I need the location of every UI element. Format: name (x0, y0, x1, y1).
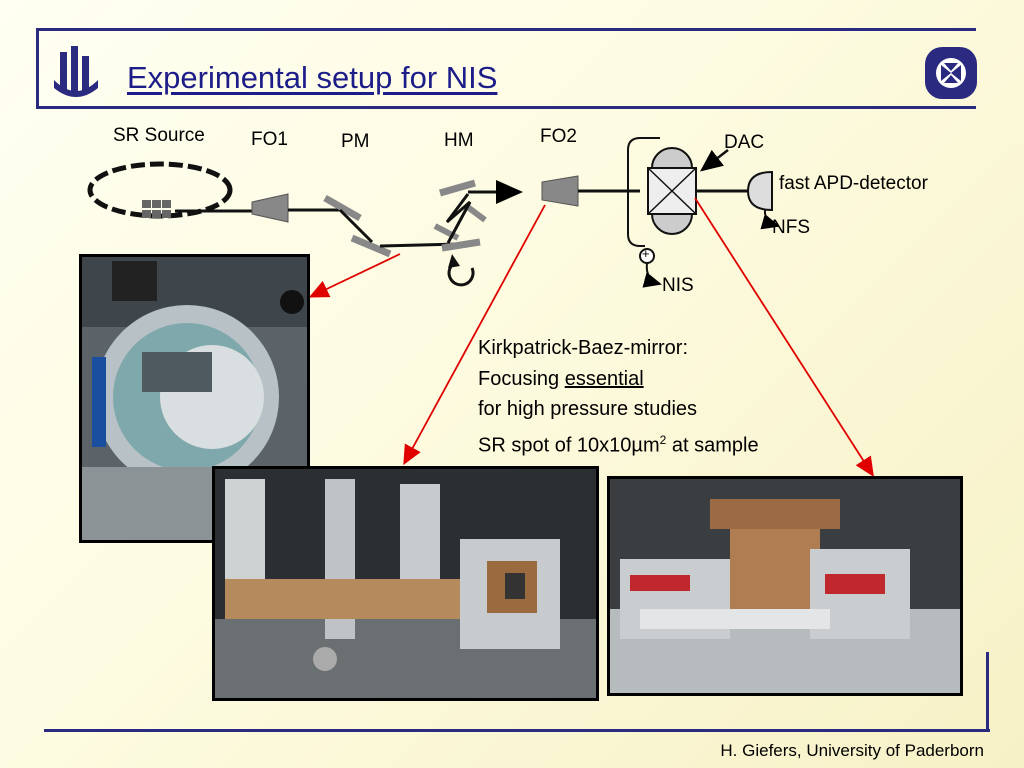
label-nis: NIS (662, 275, 694, 296)
university-logo (54, 46, 98, 97)
footer-credit: H. Giefers, University of Paderborn (720, 741, 984, 760)
kb-line-3: for high pressure studies (478, 398, 698, 420)
dac-cell (627, 137, 758, 247)
department-logo (925, 47, 977, 99)
label-dac: DAC (724, 132, 765, 153)
kb-line-1: Kirkpatrick-Baez-mirror: (478, 337, 689, 359)
photo-kb-mirror (212, 466, 599, 701)
sr-source-ring (87, 161, 233, 219)
label-fo2: FO2 (540, 126, 577, 147)
essential-word: essential (564, 367, 644, 390)
photo-pm-chamber (79, 254, 310, 543)
kb-line-2: Focusing essential (478, 367, 644, 390)
kb-line-4: SR spot of 10x10µm2 at sample (478, 432, 759, 457)
footer-line (44, 729, 990, 732)
top-frame-line (36, 28, 976, 31)
label-fo1: FO1 (251, 129, 288, 150)
slide-title: Experimental setup for NIS (127, 60, 498, 95)
label-apd-detector: fast APD-detector (779, 173, 928, 194)
right-frame-line (986, 652, 989, 732)
header-underline (36, 106, 976, 109)
left-frame-line (36, 28, 39, 108)
kb-mirror-text: Kirkpatrick-Baez-mirror: Focusing essent… (478, 333, 759, 461)
label-hm: HM (444, 130, 474, 151)
label-sr-source: SR Source (113, 125, 205, 146)
label-pm: PM (341, 131, 370, 152)
photo-dac-stage (607, 476, 963, 696)
label-nfs: NFS (772, 217, 810, 238)
label-plus: + (642, 246, 650, 261)
